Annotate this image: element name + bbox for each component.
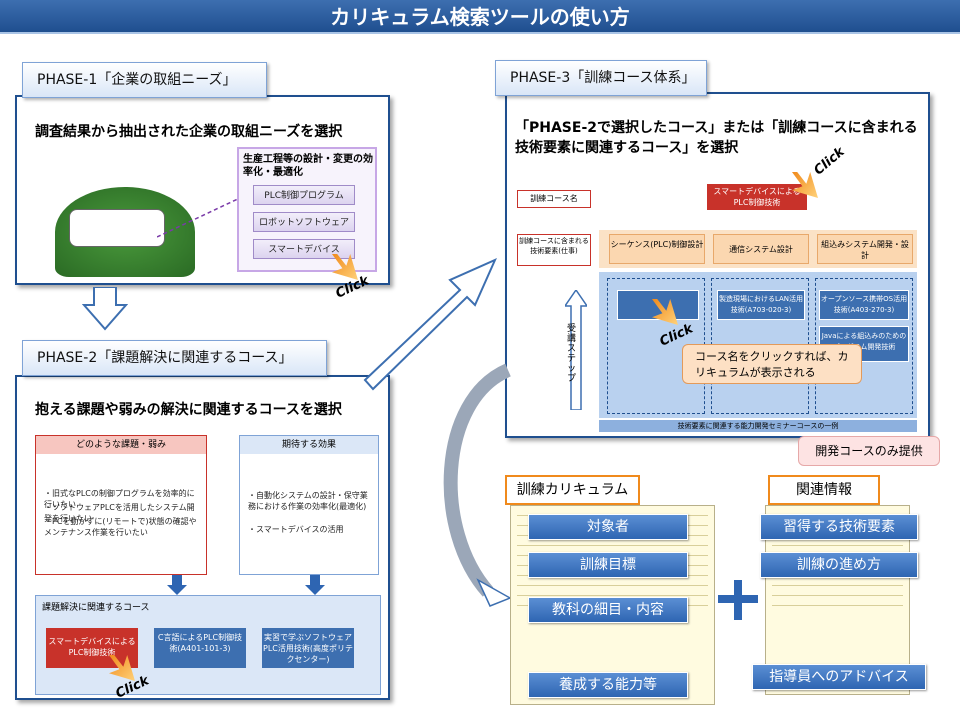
callout: コース名をクリックすれば、カリキュラムが表示される: [682, 344, 862, 384]
need-item-smart-device[interactable]: スマートデバイス: [253, 239, 355, 259]
control-label-box: [69, 209, 165, 247]
effects-title: 期待する効果: [240, 436, 378, 454]
phase1-tab: PHASE-1「企業の取組ニーズ」: [22, 62, 267, 98]
steps-label: 受講ステップ: [567, 324, 577, 384]
down-arrow-icon: [305, 575, 325, 595]
issue-item: ・PCを動かずに(リモートで)状態の確認やメンテナンス作業を行いたい: [44, 517, 197, 537]
issue-item: ・ソフトウェアPLCを活用したシステム開発を行いたい: [44, 503, 195, 523]
page-title: カリキュラム検索ツールの使い方: [0, 0, 960, 34]
effects-box: 期待する効果 ・自動化システムの設計・保守業務における作業の効率化(最適化) ・…: [239, 435, 379, 575]
training-goal-button[interactable]: 訓練目標: [528, 552, 688, 578]
issues-title: どのような課題・弱み: [36, 436, 206, 454]
instructor-advice-button[interactable]: 指導員へのアドバイス: [752, 664, 926, 690]
tech-elements-button[interactable]: 習得する技術要素: [760, 514, 918, 540]
course-lan[interactable]: 製造現場におけるLAN活用技術(A703-020-3): [717, 290, 805, 320]
need-item-plc[interactable]: PLC制御プログラム: [253, 185, 355, 205]
abilities-button[interactable]: 養成する能力等: [528, 672, 688, 698]
tech-label: 訓練コースに含まれる技術要素(仕事): [517, 234, 591, 266]
column-embedded: 組込みシステム開発・設計: [817, 234, 913, 264]
courses-title: 課題解決に関連するコース: [42, 603, 150, 613]
issues-box: どのような課題・弱み ・旧式なPLCの制御プログラムを効率的に行いたい ・ソフト…: [35, 435, 207, 575]
phase3-heading: 「PHASE-2で選択したコース」または「訓練コースに含まれる技術要素に関連する…: [515, 120, 918, 156]
course-name-label: 訓練コース名: [517, 190, 591, 208]
plus-icon-vertical: [734, 580, 742, 620]
diagonal-arrow-icon: [363, 258, 497, 391]
need-item-robot[interactable]: ロボットソフトウェア: [253, 212, 355, 232]
issue-item: ・旧式なPLCの制御プログラムを効率的に行いたい: [44, 489, 195, 509]
phase2-tab: PHASE-2「課題解決に関連するコース」: [22, 340, 327, 376]
related-label: 関連情報: [768, 475, 880, 505]
courses-box: 課題解決に関連するコース スマートデバイスによるPLC制御技術 C言語によるPL…: [35, 595, 381, 695]
down-arrow-icon: [167, 575, 187, 595]
course-plc-automation[interactable]: [617, 290, 699, 320]
steps-footer: 技術要素に関連する能力開発セミナーコースの一例: [599, 420, 917, 432]
course-software-plc[interactable]: 実習で学ぶソフトウェアPLC活用技術(高度ポリテクセンター): [262, 628, 354, 668]
top-course-smart-device[interactable]: スマートデバイスによるPLC制御技術: [707, 184, 807, 210]
phase2-heading: 抱える課題や弱みの解決に関連するコースを選択: [35, 402, 342, 418]
needs-box: 生産工程等の設計・変更の効率化・最適化 PLC制御プログラム ロボットソフトウェ…: [237, 147, 377, 272]
effect-item: ・スマートデバイスの活用: [248, 525, 344, 534]
column-sequence-plc: シーケンス(PLC)制御設計: [609, 234, 705, 264]
target-audience-button[interactable]: 対象者: [528, 514, 688, 540]
phase3-panel: 「PHASE-2で選択したコース」または「訓練コースに含まれる技術要素に関連する…: [505, 92, 930, 438]
curve-arrow-icon: [443, 363, 512, 607]
down-arrow-icon: [82, 287, 128, 331]
dev-only-note: 開発コースのみ提供: [798, 436, 940, 466]
control-oval: [55, 187, 195, 277]
course-c-plc[interactable]: C言語によるPLC制御技術(A401-101-3): [154, 628, 246, 668]
up-arrow-icon: [565, 290, 587, 410]
column-communication: 通信システム設計: [713, 234, 809, 264]
dashed-link-arrow: [157, 196, 243, 238]
curriculum-label: 訓練カリキュラム: [505, 475, 640, 505]
needs-box-title: 生産工程等の設計・変更の効率化・最適化: [243, 154, 373, 178]
subject-details-button[interactable]: 教科の細目・内容: [528, 597, 688, 623]
phase1-panel: 調査結果から抽出された企業の取組ニーズを選択 生産工程等の設計・変更の効率化・最…: [15, 95, 390, 302]
phase1-heading: 調査結果から抽出された企業の取組ニーズを選択: [35, 124, 343, 140]
training-method-button[interactable]: 訓練の進め方: [760, 552, 918, 578]
phase3-tab: PHASE-3「訓練コース体系」: [495, 60, 707, 96]
phase2-panel: 抱える課題や弱みの解決に関連するコースを選択 どのような課題・弱み ・旧式なPL…: [15, 375, 390, 702]
course-smart-device-plc[interactable]: スマートデバイスによるPLC制御技術: [46, 628, 138, 668]
effect-item: ・自動化システムの設計・保守業務における作業の効率化(最適化): [248, 491, 368, 511]
course-open-source-os[interactable]: オープンソース携帯OS活用技術(A403-270-3): [819, 290, 909, 320]
